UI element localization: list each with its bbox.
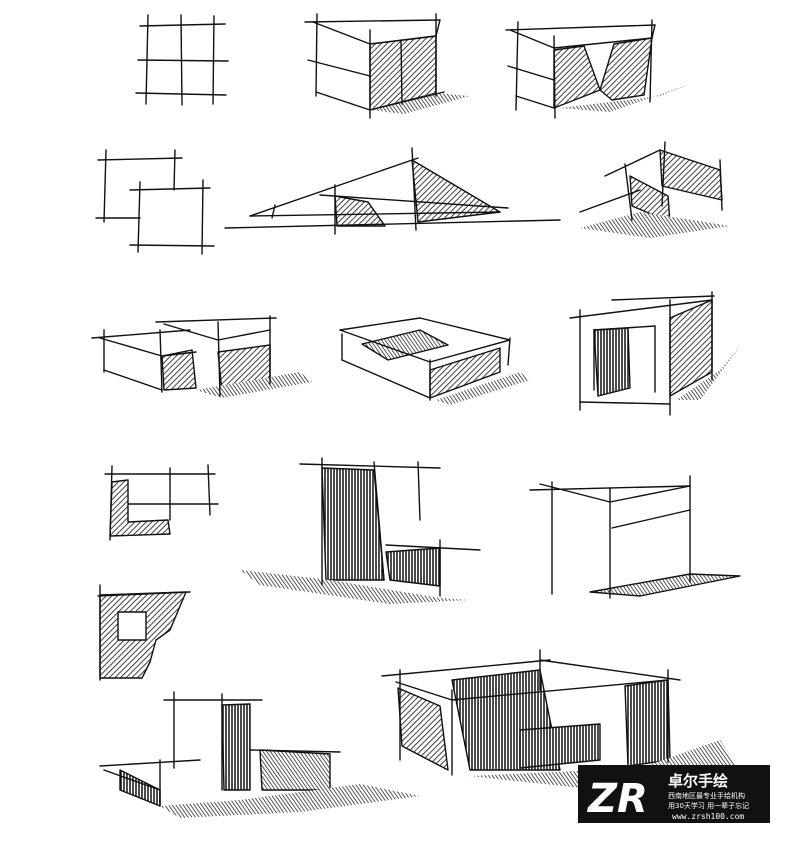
sketch-framed-box bbox=[569, 291, 742, 416]
brand-name: 卓尔手绘 bbox=[668, 772, 728, 790]
sketch-notched-cube bbox=[505, 19, 690, 119]
sketch-overlapping-squares bbox=[95, 149, 215, 255]
brand-slogan: 用30天学习 用一辈子忘记 bbox=[668, 801, 749, 810]
sketch-grid bbox=[135, 14, 229, 106]
brand-watermark: ZR 卓尔手绘 西南地区最专业手绘机构 用30天学习 用一辈子忘记 www.zr… bbox=[578, 765, 770, 823]
sketch-block-composition bbox=[91, 315, 312, 398]
sketch-hollow-slab bbox=[339, 317, 530, 405]
brand-url: www.zrsh100.com bbox=[672, 812, 744, 821]
sketch-small-detail bbox=[97, 584, 191, 681]
sketch-column-slab bbox=[240, 457, 481, 604]
brand-tagline: 西南地区最专业手绘机构 bbox=[668, 791, 745, 800]
sketch-open-frame bbox=[529, 475, 741, 599]
logo-background bbox=[578, 765, 770, 823]
sketch-l-shape bbox=[104, 464, 219, 541]
sketch-stepped-block bbox=[579, 141, 730, 238]
brand-mark: ZR bbox=[586, 776, 648, 822]
sketch-bottom-left bbox=[99, 691, 420, 818]
sketch-hatched-cube bbox=[304, 13, 470, 119]
sketch-wedge-perspective bbox=[224, 147, 561, 235]
